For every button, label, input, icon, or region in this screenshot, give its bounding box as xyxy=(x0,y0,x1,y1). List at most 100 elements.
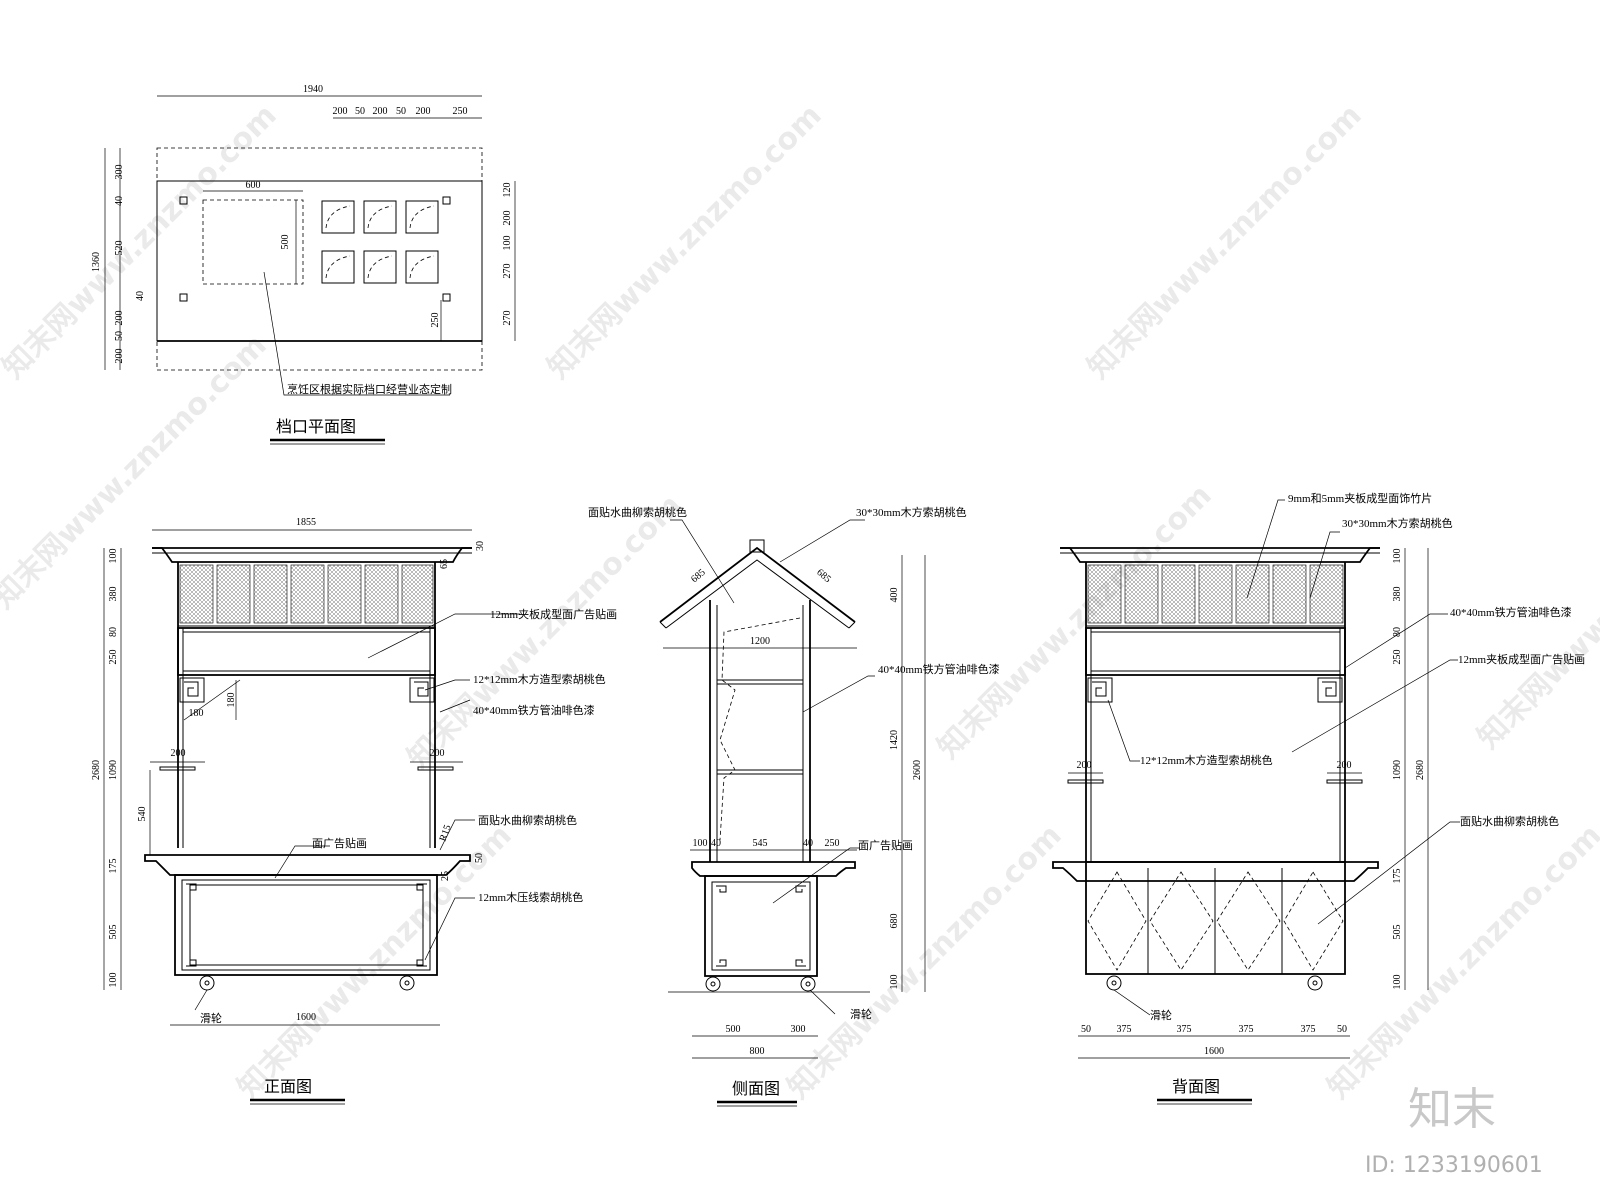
back-note-caster: 滑轮 xyxy=(1150,1008,1172,1022)
plan-burner-grid xyxy=(321,200,439,284)
front-note-line: 12mm木压线索胡桃色 xyxy=(478,890,583,904)
back-title: 背面图 xyxy=(1172,1078,1220,1096)
front-note-wood-shape: 12*12mm木方造型索胡桃色 xyxy=(473,672,606,686)
front-dim-left: 100 xyxy=(108,549,119,564)
plan-dim-left: 50 xyxy=(114,331,125,341)
plan-dim-inner-bottom: 250 xyxy=(430,313,441,328)
back-note-bamboo: 9mm和5mm夹板成型面饰竹片 xyxy=(1288,491,1432,505)
back-dim-right: 100 xyxy=(1392,549,1403,564)
side-dim-bottom-total: 800 xyxy=(750,1046,765,1057)
front-dim-arm-left: 200 xyxy=(171,748,186,759)
back-dim-bottom-width: 1600 xyxy=(1204,1046,1224,1057)
front-bamboo-panels xyxy=(179,564,434,624)
front-note-caster: 滑轮 xyxy=(200,1011,222,1025)
side-dim-roof-left: 685 xyxy=(689,567,708,585)
plan-dim-left: 200 xyxy=(114,311,125,326)
back-view xyxy=(1052,499,1460,1059)
back-dim-bottom-seg: 375 xyxy=(1301,1024,1316,1035)
front-dim-25: 25 xyxy=(440,871,451,881)
svg-text:知末网www.znzmo.com: 知末网www.znzmo.com xyxy=(541,98,829,386)
front-note-panel: 12mm夹板成型面广告贴画 xyxy=(490,607,617,621)
plan-dim-right: 270 xyxy=(502,264,513,279)
back-dim-right: 250 xyxy=(1392,650,1403,665)
front-dim-left: 1090 xyxy=(108,760,119,780)
brand-logo: 知末 xyxy=(1408,1084,1496,1135)
back-dim-bottom-seg: 50 xyxy=(1081,1024,1091,1035)
front-note-veneer: 面贴水曲柳索胡桃色 xyxy=(478,813,577,827)
plan-dim-top-seg: 250 xyxy=(453,106,468,117)
front-dim-50: 50 xyxy=(474,853,485,863)
plan-note-cooking-area: 烹饪区根据实际档口经营业态定制 xyxy=(287,382,452,396)
side-dim-right: 1420 xyxy=(889,730,900,750)
front-dim-left: 100 xyxy=(108,973,119,988)
front-dim-radius: R15 xyxy=(438,823,454,842)
plan-dim-right: 270 xyxy=(502,311,513,326)
back-dim-bottom-seg: 375 xyxy=(1117,1024,1132,1035)
plan-dim-left: 200 xyxy=(114,349,125,364)
plan-dim-left: 40 xyxy=(114,196,125,206)
back-note-wood-shape: 12*12mm木方造型索胡桃色 xyxy=(1140,753,1273,767)
svg-text:知末网www.znzmo.com: 知末网www.znzmo.com xyxy=(401,488,689,776)
front-title: 正面图 xyxy=(264,1079,312,1096)
side-dim-roof-right: 685 xyxy=(814,567,833,585)
front-dim-left: 505 xyxy=(108,925,119,940)
plan-dim-top-seg: 50 xyxy=(396,106,406,117)
back-note-steel: 40*40mm铁方管油啡色漆 xyxy=(1450,605,1572,619)
front-dim-post: 65 xyxy=(439,559,450,569)
plan-dim-left: 520 xyxy=(114,241,125,256)
side-note-caster: 滑轮 xyxy=(850,1007,872,1021)
back-dim-right: 80 xyxy=(1392,627,1403,637)
front-dim-bottom-width: 1600 xyxy=(296,1012,316,1023)
plan-dim-right: 200 xyxy=(502,211,513,226)
side-note-ad: 面广告贴画 xyxy=(858,838,913,852)
side-dim-ledge: 40 xyxy=(803,838,813,849)
back-dim-total-height: 2680 xyxy=(1415,760,1426,780)
front-dim-overhang: 30 xyxy=(475,541,486,551)
back-dim-bottom-seg: 375 xyxy=(1177,1024,1192,1035)
front-dim-arm-height: 540 xyxy=(137,807,148,822)
side-dim-right: 100 xyxy=(889,975,900,990)
plan-dim-top-seg: 200 xyxy=(333,106,348,117)
side-note-wood: 30*30mm木方索胡桃色 xyxy=(856,505,967,519)
front-dim-total-height: 2680 xyxy=(91,760,102,780)
side-dim-ledge: 545 xyxy=(753,838,768,849)
side-dim-total-height: 2600 xyxy=(912,760,923,780)
plan-dim-inner-height: 500 xyxy=(280,235,291,250)
side-dim-right: 680 xyxy=(889,914,900,929)
back-dim-arm-left: 200 xyxy=(1077,760,1092,771)
side-dim-bottom: 300 xyxy=(791,1024,806,1035)
plan-dim-left: 300 xyxy=(114,165,125,180)
plan-dim-top-seg: 50 xyxy=(355,106,365,117)
front-view xyxy=(103,529,520,1026)
plan-title: 档口平面图 xyxy=(276,418,356,436)
side-dim-ledge: 250 xyxy=(825,838,840,849)
front-note-ad: 面广告贴画 xyxy=(312,836,367,850)
plan-dim-left: 40 xyxy=(135,291,146,301)
side-dim-ledge: 40 xyxy=(711,838,721,849)
brand-id: ID: 1233190601 xyxy=(1365,1153,1543,1178)
plan-view xyxy=(104,95,516,396)
back-dim-bottom-seg: 375 xyxy=(1239,1024,1254,1035)
plan-dim-total-height: 1360 xyxy=(91,252,102,272)
front-dim-left: 250 xyxy=(108,650,119,665)
svg-text:知末网www.znzmo.com: 知末网www.znzmo.com xyxy=(1081,98,1369,386)
side-dim-bottom: 500 xyxy=(726,1024,741,1035)
side-note-steel: 40*40mm铁方管油啡色漆 xyxy=(878,662,1000,676)
back-bamboo-panels xyxy=(1087,564,1344,624)
back-dim-right: 1090 xyxy=(1392,760,1403,780)
front-note-steel: 40*40mm铁方管油啡色漆 xyxy=(473,703,595,717)
front-dim-arm-right: 200 xyxy=(430,748,445,759)
back-dim-bottom-seg: 50 xyxy=(1337,1024,1347,1035)
side-dim-ledge: 100 xyxy=(693,838,708,849)
back-dim-arm-right: 200 xyxy=(1337,760,1352,771)
front-dim-left: 80 xyxy=(108,627,119,637)
back-note-wood: 30*30mm木方索胡桃色 xyxy=(1342,516,1453,530)
back-note-veneer: 面贴水曲柳索胡桃色 xyxy=(1460,814,1559,828)
front-dim-bracket-h: 180 xyxy=(226,693,237,708)
plan-dim-inner-width: 600 xyxy=(246,180,261,191)
front-dim-bracket-w: 180 xyxy=(189,708,204,719)
back-dim-right: 380 xyxy=(1392,587,1403,602)
plan-dim-right: 100 xyxy=(502,236,513,251)
front-dim-top-width: 1855 xyxy=(296,517,316,528)
